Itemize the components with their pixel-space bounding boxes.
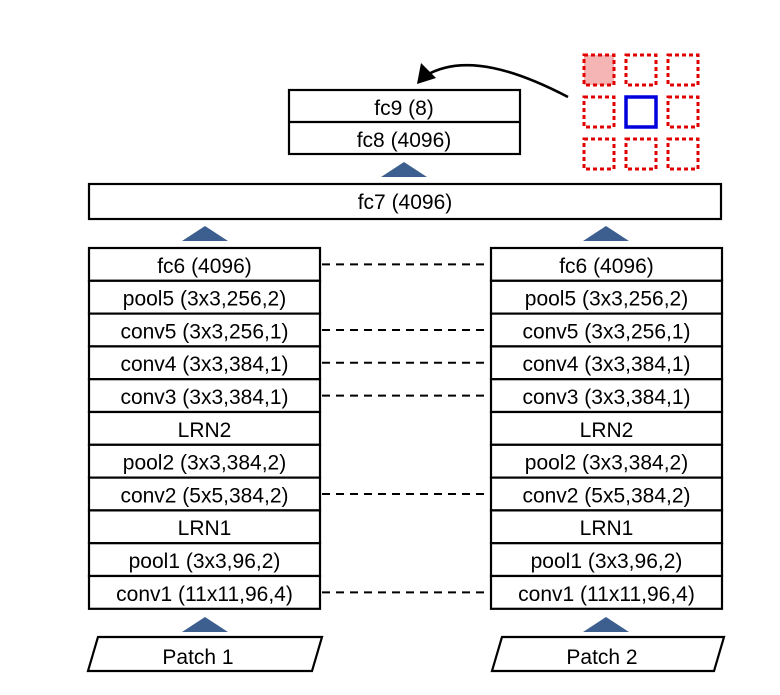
fc7-label: fc7 (4096) <box>358 191 453 214</box>
arrow-up-icon <box>583 226 629 241</box>
left-layer-box <box>87 443 322 479</box>
fc7-box <box>87 182 723 221</box>
patch-1-label: Patch 1 <box>162 646 233 669</box>
grid-cell <box>624 53 658 87</box>
arrow-up-icon <box>182 617 228 632</box>
patch-2-input: Patch 2 <box>490 635 726 673</box>
right-layer-label: LRN2 <box>580 419 634 442</box>
left-layer-label: conv2 (5x5,384,2) <box>120 484 288 507</box>
patch-2-shape <box>490 635 726 673</box>
left-layer-label: conv1 (11x11,96,4) <box>116 583 293 606</box>
left-layer-box <box>87 345 322 381</box>
right-layer-label: pool5 (3x3,256,2) <box>525 288 688 311</box>
grid-cell <box>624 137 658 171</box>
right-layer-label: fc6 (4096) <box>559 255 654 278</box>
left-layer-label: conv5 (3x3,256,1) <box>120 320 288 343</box>
right-layer-box <box>489 410 724 446</box>
left-layer-box <box>87 509 322 545</box>
left-layer-box <box>87 542 322 578</box>
right-layer-box <box>489 378 724 414</box>
right-layer-label: pool2 (3x3,384,2) <box>525 452 688 475</box>
left-layer-label: fc6 (4096) <box>157 255 252 278</box>
right-layer-label: conv1 (11x11,96,4) <box>518 583 695 606</box>
right-layer-box <box>489 279 724 315</box>
shared-weight-links <box>322 263 489 594</box>
right-layer-label: pool1 (3x3,96,2) <box>531 550 683 573</box>
left-layer-label: pool1 (3x3,96,2) <box>129 550 281 573</box>
right-layer-label: conv5 (3x3,256,1) <box>522 320 690 343</box>
right-layer-label: conv2 (5x5,384,2) <box>522 484 690 507</box>
curved-arrow <box>417 63 569 99</box>
arrow-up-icon <box>583 617 629 632</box>
left-layer-label: conv4 (3x3,384,1) <box>120 353 288 376</box>
right-layer-stack: fc6 (4096) pool5 (3x3,256,2) conv5 (3x3,25… <box>489 246 724 610</box>
fc9-fc8-block: fc9 (8) fc8 (4096) <box>287 88 522 156</box>
curve-line <box>424 63 569 99</box>
grid-selected-fill <box>584 55 614 85</box>
right-layer-label: LRN1 <box>580 517 634 540</box>
right-layer-box <box>489 574 724 610</box>
arrow-up-icon <box>182 226 228 241</box>
fc7-block: fc7 (4096) <box>87 182 723 221</box>
left-layer-box <box>87 410 322 446</box>
right-layer-label: conv4 (3x3,384,1) <box>522 353 690 376</box>
left-layer-box <box>87 312 322 348</box>
grid-cell <box>666 95 700 129</box>
grid-cell <box>666 137 700 171</box>
left-layer-label: conv3 (3x3,384,1) <box>120 386 288 409</box>
patch-position-grid <box>582 53 700 171</box>
grid-cell <box>666 53 700 87</box>
fc8-label: fc8 (4096) <box>357 129 452 152</box>
grid-cell <box>582 137 616 171</box>
grid-selected-cell <box>582 53 616 87</box>
grid-center-cell <box>624 95 658 129</box>
left-layer-box <box>87 476 322 512</box>
patch-2-label: Patch 2 <box>566 646 637 669</box>
left-layer-label: LRN1 <box>178 517 232 540</box>
grid-cell <box>582 95 616 129</box>
left-layer-box <box>87 574 322 610</box>
fc9-label: fc9 (8) <box>374 97 434 120</box>
left-layer-stack: fc6 (4096) pool5 (3x3,256,2) conv5 (3x3,25… <box>87 246 322 610</box>
left-layer-label: pool5 (3x3,256,2) <box>123 288 286 311</box>
left-layer-label: LRN2 <box>178 419 232 442</box>
arrowhead-icon <box>417 63 436 84</box>
left-layer-box <box>87 378 322 414</box>
patch-1-shape <box>86 635 324 673</box>
left-layer-label: pool2 (3x3,384,2) <box>123 452 286 475</box>
right-layer-label: conv3 (3x3,384,1) <box>522 386 690 409</box>
right-layer-box <box>489 246 724 282</box>
arrow-up-icon <box>381 162 427 177</box>
patch-1-input: Patch 1 <box>86 635 324 673</box>
